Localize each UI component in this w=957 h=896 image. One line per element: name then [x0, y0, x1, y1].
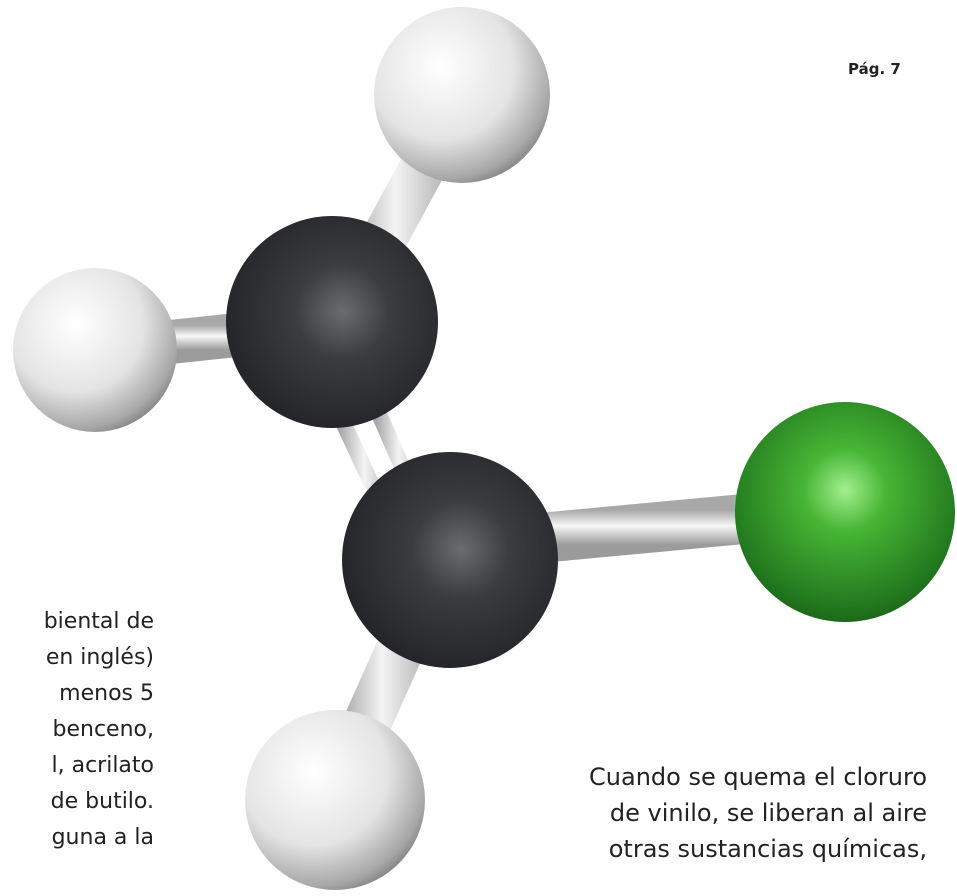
text-line: guna a la [51, 825, 154, 850]
hydrogen-atom-bottom [245, 710, 425, 890]
hydrogen-atom-top [374, 7, 550, 183]
carbon-atom-upper [226, 216, 438, 428]
text-line: biental de [43, 609, 154, 634]
body-text-left: biental de en inglés) menos 5 benceno, l… [0, 604, 154, 896]
text-line: otras sustancias químicas, [608, 835, 927, 863]
text-line: de vinilo, se liberan al aire [609, 799, 927, 827]
text-line: de butilo. [50, 789, 154, 814]
text-line: menos 5 [59, 681, 154, 706]
page-number: Pág. 7 [848, 60, 901, 78]
text-line: Cuando se quema el cloruro [589, 763, 927, 791]
chlorine-atom [735, 402, 955, 622]
carbon-atom-lower [342, 452, 558, 668]
molecule-bonds [73, 72, 843, 805]
molecule-atoms [13, 7, 955, 890]
hydrogen-atom-left [13, 268, 177, 432]
body-text-right: Cuando se quema el cloruro de vinilo, se… [448, 759, 927, 896]
text-line: en inglés) [45, 645, 154, 670]
text-line: l, acrilato [51, 753, 154, 778]
text-line: benceno, [52, 717, 154, 742]
